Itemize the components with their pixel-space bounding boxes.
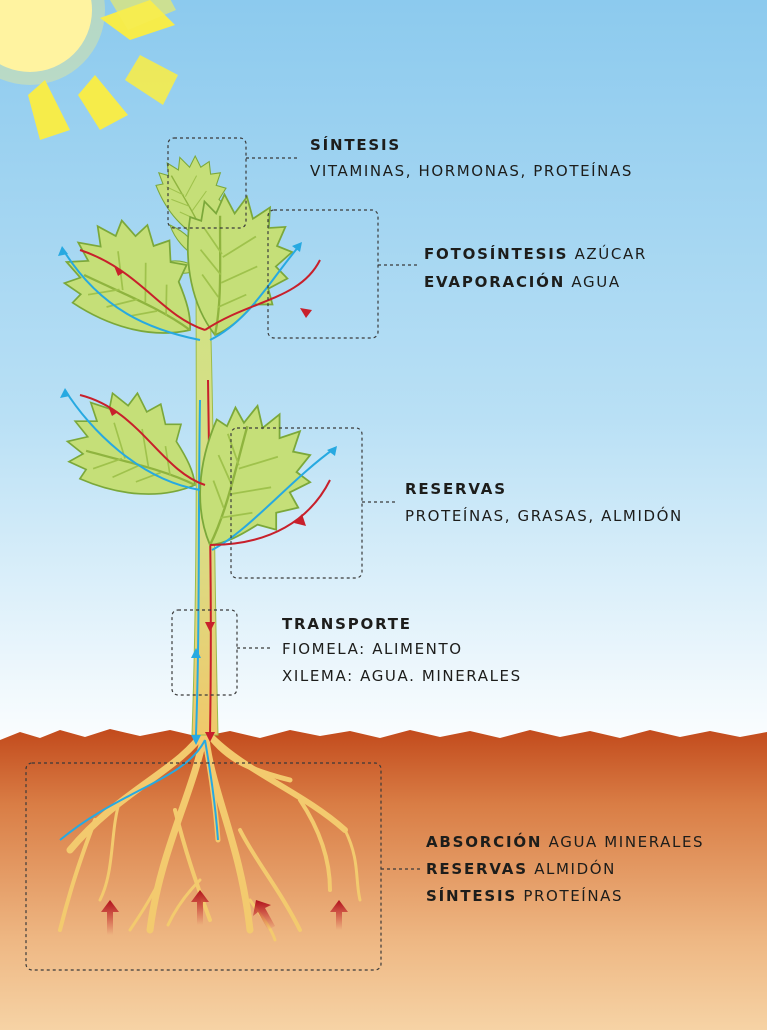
reservas-title: RESERVAS — [405, 482, 507, 497]
xilema-detail: XILEMA: AGUA. MINERALES — [282, 669, 522, 684]
absorcion-detail: AGUA MINERALES — [549, 833, 705, 851]
sintesis-detail: VITAMINAS, HORMONAS, PROTEÍNAS — [310, 164, 633, 179]
soil-background — [0, 729, 767, 1030]
fotosintesis-label: FOTOSÍNTESIS AZÚCAR — [424, 247, 647, 262]
transporte-title: TRANSPORTE — [282, 617, 412, 632]
fotosintesis-detail: AZÚCAR — [575, 245, 647, 263]
evaporacion-label: EVAPORACIÓN AGUA — [424, 275, 621, 290]
sintesis-root-label: SÍNTESIS PROTEÍNAS — [426, 889, 623, 904]
reservas-root-label: RESERVAS ALMIDÓN — [426, 862, 616, 877]
reservas-root-detail: ALMIDÓN — [534, 860, 616, 878]
floema-detail: FIOMELA: ALIMENTO — [282, 642, 463, 657]
reservas-detail: PROTEÍNAS, GRASAS, ALMIDÓN — [405, 509, 683, 524]
evaporacion-detail: AGUA — [571, 273, 620, 291]
sintesis-root-detail: PROTEÍNAS — [523, 887, 623, 905]
absorcion-label: ABSORCIÓN AGUA MINERALES — [426, 835, 704, 850]
sintesis-title: SÍNTESIS — [310, 138, 401, 153]
